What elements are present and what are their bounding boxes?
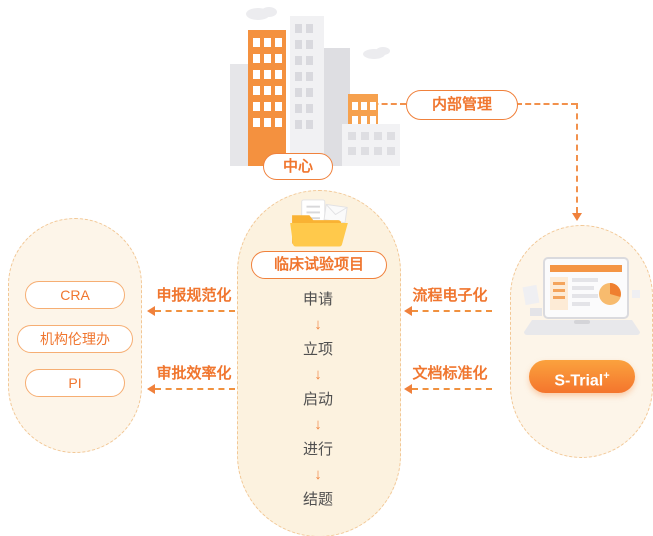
arrowhead-left-icon <box>404 384 412 394</box>
project-title-pill: 临床试验项目 <box>251 251 387 279</box>
flow-step-initiate: 立项 <box>302 341 333 358</box>
down-arrow-icon: ↓ <box>314 466 322 483</box>
cloud-icon <box>246 7 390 59</box>
laptop-illustration <box>522 257 640 335</box>
center-project-capsule <box>237 190 401 536</box>
annotation-declaration-standardization: 申报规范化 <box>156 287 232 304</box>
stakeholder-pill-pi: PI <box>25 369 125 397</box>
arrowhead-down-icon <box>572 213 582 221</box>
arrowhead-left-icon <box>147 306 155 316</box>
flow-step-launch: 启动 <box>302 391 333 408</box>
annotation-approval-efficiency: 审批效率化 <box>156 365 232 382</box>
internal-management-pill: 内部管理 <box>406 90 518 120</box>
dashed-arrow-left-top <box>155 310 235 312</box>
strial-product-label: S-Trial <box>554 372 604 390</box>
stakeholder-pill-ethics-office: 机构伦理办 <box>17 325 133 353</box>
down-arrow-icon: ↓ <box>314 316 322 333</box>
down-arrow-icon: ↓ <box>314 366 322 383</box>
folder-documents-icon <box>290 199 348 247</box>
strial-product-button: S-Trial+ <box>529 360 635 393</box>
connector-down-to-strial <box>576 103 578 213</box>
connector-internal-mgmt-right <box>516 103 577 105</box>
annotation-document-standardization: 文档标准化 <box>412 365 488 382</box>
arrowhead-left-icon <box>404 306 412 316</box>
annotation-process-digitization: 流程电子化 <box>412 287 488 304</box>
dashed-arrow-right-top <box>412 310 492 312</box>
connector-internal-mgmt-to-buildings <box>354 103 406 105</box>
center-hub-pill: 中心 <box>263 153 333 180</box>
flow-step-apply: 申请 <box>302 291 333 308</box>
flow-step-conclude: 结题 <box>302 491 333 508</box>
project-flow-steps: 申请 ↓ 立项 ↓ 启动 ↓ 进行 ↓ 结题 <box>237 290 399 510</box>
down-arrow-icon: ↓ <box>314 416 322 433</box>
arrowhead-left-icon <box>147 384 155 394</box>
stakeholder-pill-cra: CRA <box>25 281 125 309</box>
flow-step-ongoing: 进行 <box>302 441 333 458</box>
dashed-arrow-left-bottom <box>155 388 235 390</box>
city-buildings-illustration <box>230 7 400 166</box>
strial-product-superscript: + <box>603 370 610 382</box>
dashed-arrow-right-bottom <box>412 388 492 390</box>
